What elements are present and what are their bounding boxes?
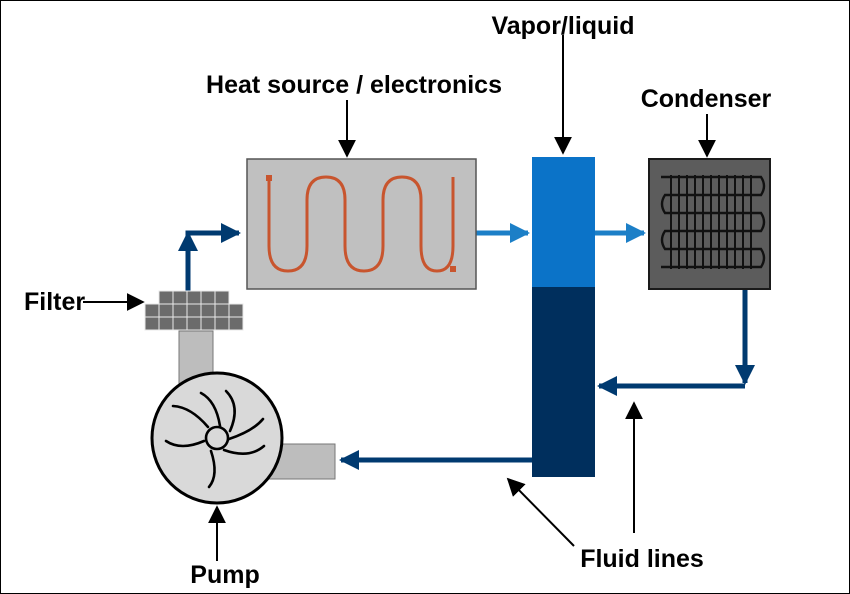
label-fluid-lines: Fluid lines [580, 545, 704, 573]
fluid-lines [178, 223, 755, 470]
heat-source-block [246, 158, 477, 290]
liquid-section [532, 287, 595, 477]
serpentine-coil-icon [267, 175, 455, 273]
line-filter-to-heater [185, 223, 241, 291]
label-heat-source: Heat source / electronics [206, 71, 502, 99]
pump-block [150, 371, 284, 505]
impeller-icon [164, 389, 266, 489]
pointer-fluid-line-lower [506, 477, 575, 547]
coiled-tube-icon [660, 175, 766, 269]
condenser-block [648, 158, 771, 290]
label-condenser: Condenser [641, 85, 772, 113]
label-filter: Filter [24, 288, 85, 316]
filter-block [144, 290, 244, 331]
mesh-grid-icon [144, 290, 244, 331]
vapor-section [532, 157, 595, 287]
label-vapor-liquid: Vapor/liquid [491, 12, 634, 40]
separator-column [532, 157, 595, 477]
label-pump: Pump [190, 561, 259, 589]
pointer-arrows [83, 35, 716, 561]
